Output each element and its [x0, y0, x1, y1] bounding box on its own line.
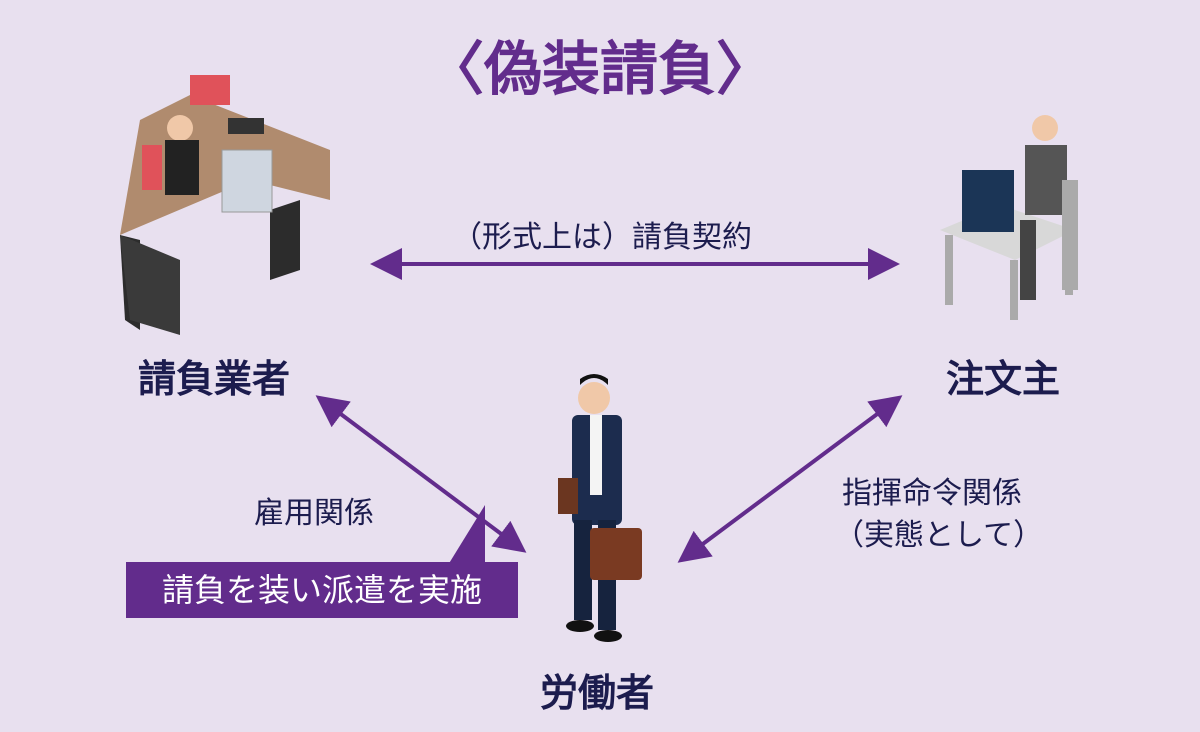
node-worker: 労働者	[540, 671, 655, 715]
label-command-2: （実態として）	[834, 518, 1044, 553]
label-employment: 雇用関係	[254, 496, 374, 531]
node-client: 注文主	[946, 357, 1061, 401]
client-office-illustration	[940, 115, 1078, 320]
worker-illustration	[558, 374, 642, 642]
callout-box: 請負を装い派遣を実施	[126, 562, 518, 618]
diagram-title: 〈偽装請負〉	[425, 35, 774, 103]
label-contract: （形式上は）請負契約	[452, 220, 752, 255]
label-command-1: 指揮命令関係	[842, 476, 1022, 511]
command-arrow	[677, 395, 903, 563]
contractor-office-illustration	[120, 75, 330, 335]
employment-arrow	[315, 395, 527, 553]
callout-pointer	[448, 505, 485, 565]
node-contractor: 請負業者	[138, 357, 291, 401]
